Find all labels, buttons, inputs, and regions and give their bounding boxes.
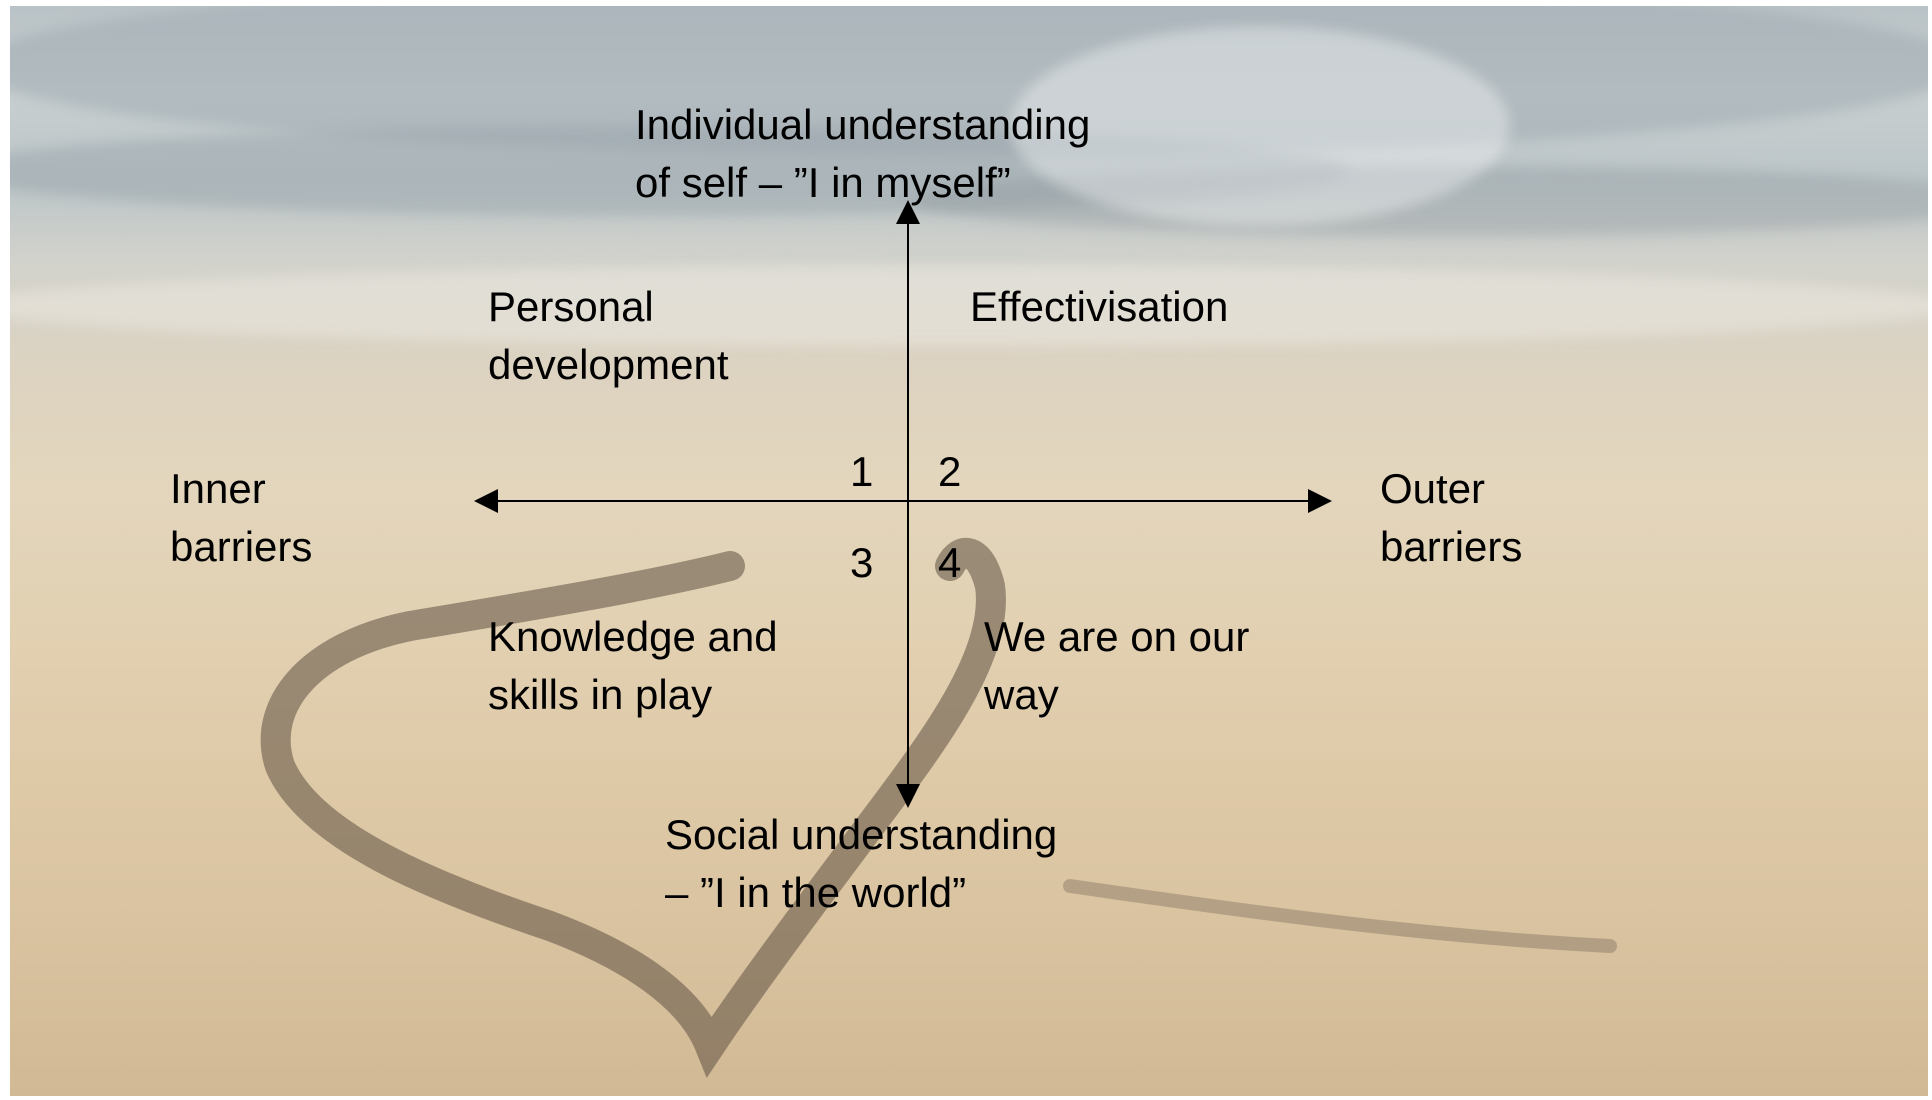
foam-band <box>10 266 1928 346</box>
quadrant-4-label: We are on our way <box>984 613 1250 718</box>
axis-bottom-label: Social understanding – ”I in the world” <box>665 811 1058 916</box>
quadrant-3-label: Knowledge and skills in play <box>488 613 778 718</box>
sand-heart-drawing <box>260 538 1617 1079</box>
water-band <box>910 166 1928 236</box>
axes <box>474 200 1332 808</box>
quadrant-1-label: Personal development <box>488 283 729 388</box>
quadrant-2-label: Effectivisation <box>970 283 1229 330</box>
water-band <box>10 6 1928 156</box>
quadrant-1-number: 1 <box>850 448 874 495</box>
quadrant-2-number: 2 <box>938 448 962 495</box>
shore-glare <box>1010 26 1510 226</box>
water-band <box>10 126 1350 216</box>
axis-top-label: Individual understanding of self – ”I in… <box>635 101 1091 206</box>
axis-left-label: Inner barriers <box>170 465 313 570</box>
axis-right-label: Outer barriers <box>1380 465 1523 570</box>
quadrant-4-number: 4 <box>938 539 962 586</box>
quadrant-3-number: 3 <box>850 539 874 586</box>
slide-background: Individual understanding of self – ”I in… <box>10 6 1928 1096</box>
